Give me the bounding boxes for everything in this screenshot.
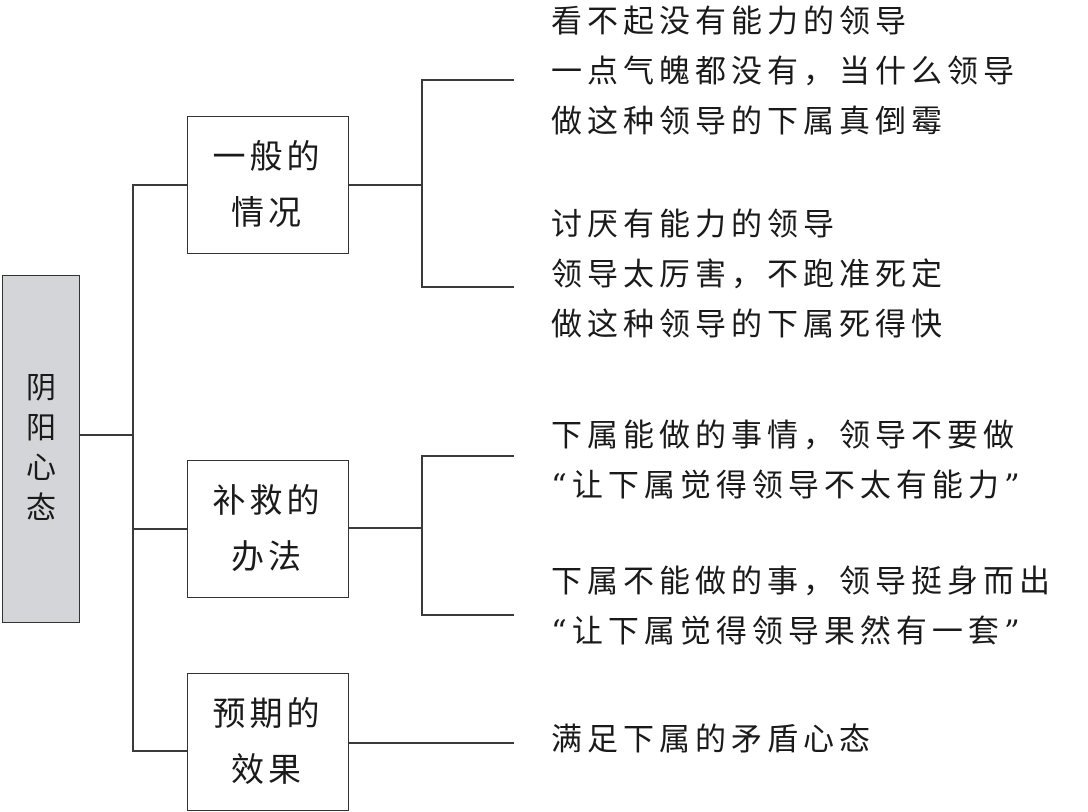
leaf-connector — [421, 79, 514, 81]
leaf-text-line: 一点气魄都没有，当什么领导 — [551, 54, 1019, 90]
root-char: 阴 — [26, 371, 56, 406]
sub-branch-line — [421, 79, 423, 287]
leaf-connector — [421, 455, 514, 457]
trunk-line — [132, 184, 134, 751]
sub-branch-line — [421, 455, 423, 615]
branch-label-line: 办法 — [231, 537, 305, 576]
leaf-text-line: “让下属觉得领导不太有能力” — [551, 468, 1025, 504]
root-node: 阴 阳 心 态 — [2, 275, 80, 623]
leaf-connector — [421, 286, 514, 288]
leaf-text-line: 讨厌有能力的领导 — [551, 207, 839, 243]
branch-label-line: 一般的 — [212, 137, 324, 176]
leaf-text-line: 下属能做的事情，领导不要做 — [551, 418, 1019, 454]
branch-node-expected-effect: 预期的 效果 — [187, 673, 349, 811]
branch-node-remedy: 补救的 办法 — [187, 460, 349, 598]
branch-label-line: 预期的 — [212, 694, 324, 733]
leaf-group: 讨厌有能力的领导 领导太厉害，不跑准死定 做这种领导的下属死得快 — [551, 200, 947, 350]
leaf-text-line: 下属不能做的事，领导挺身而出 — [551, 564, 1055, 600]
leaf-text-line: 满足下属的矛盾心态 — [551, 722, 875, 758]
root-char: 心 — [26, 451, 56, 486]
leaf-group: 下属能做的事情，领导不要做 “让下属觉得领导不太有能力” — [551, 411, 1025, 511]
root-connector — [80, 434, 133, 436]
root-char: 阳 — [26, 411, 56, 446]
trunk-branch-connector — [132, 750, 187, 752]
branch-node-general-situation: 一般的 情况 — [187, 116, 349, 254]
leaf-text-line: 看不起没有能力的领导 — [551, 4, 911, 40]
branch-connector — [349, 527, 422, 529]
leaf-text-line: 做这种领导的下属真倒霉 — [551, 104, 947, 140]
leaf-connector — [349, 742, 514, 744]
trunk-branch-connector — [132, 528, 187, 530]
leaf-connector — [421, 614, 514, 616]
leaf-text-line: “让下属觉得领导果然有一套” — [551, 614, 1025, 650]
branch-connector — [349, 184, 422, 186]
branch-label-line: 补救的 — [212, 481, 324, 520]
branch-label-line: 效果 — [231, 750, 305, 789]
leaf-text-line: 做这种领导的下属死得快 — [551, 307, 947, 343]
root-char: 态 — [26, 491, 56, 526]
leaf-group: 看不起没有能力的领导 一点气魄都没有，当什么领导 做这种领导的下属真倒霉 — [551, 0, 1019, 147]
leaf-group: 满足下属的矛盾心态 — [551, 715, 875, 765]
branch-label-line: 情况 — [231, 193, 305, 232]
trunk-branch-connector — [132, 184, 187, 186]
leaf-group: 下属不能做的事，领导挺身而出 “让下属觉得领导果然有一套” — [551, 557, 1055, 657]
leaf-text-line: 领导太厉害，不跑准死定 — [551, 257, 947, 293]
